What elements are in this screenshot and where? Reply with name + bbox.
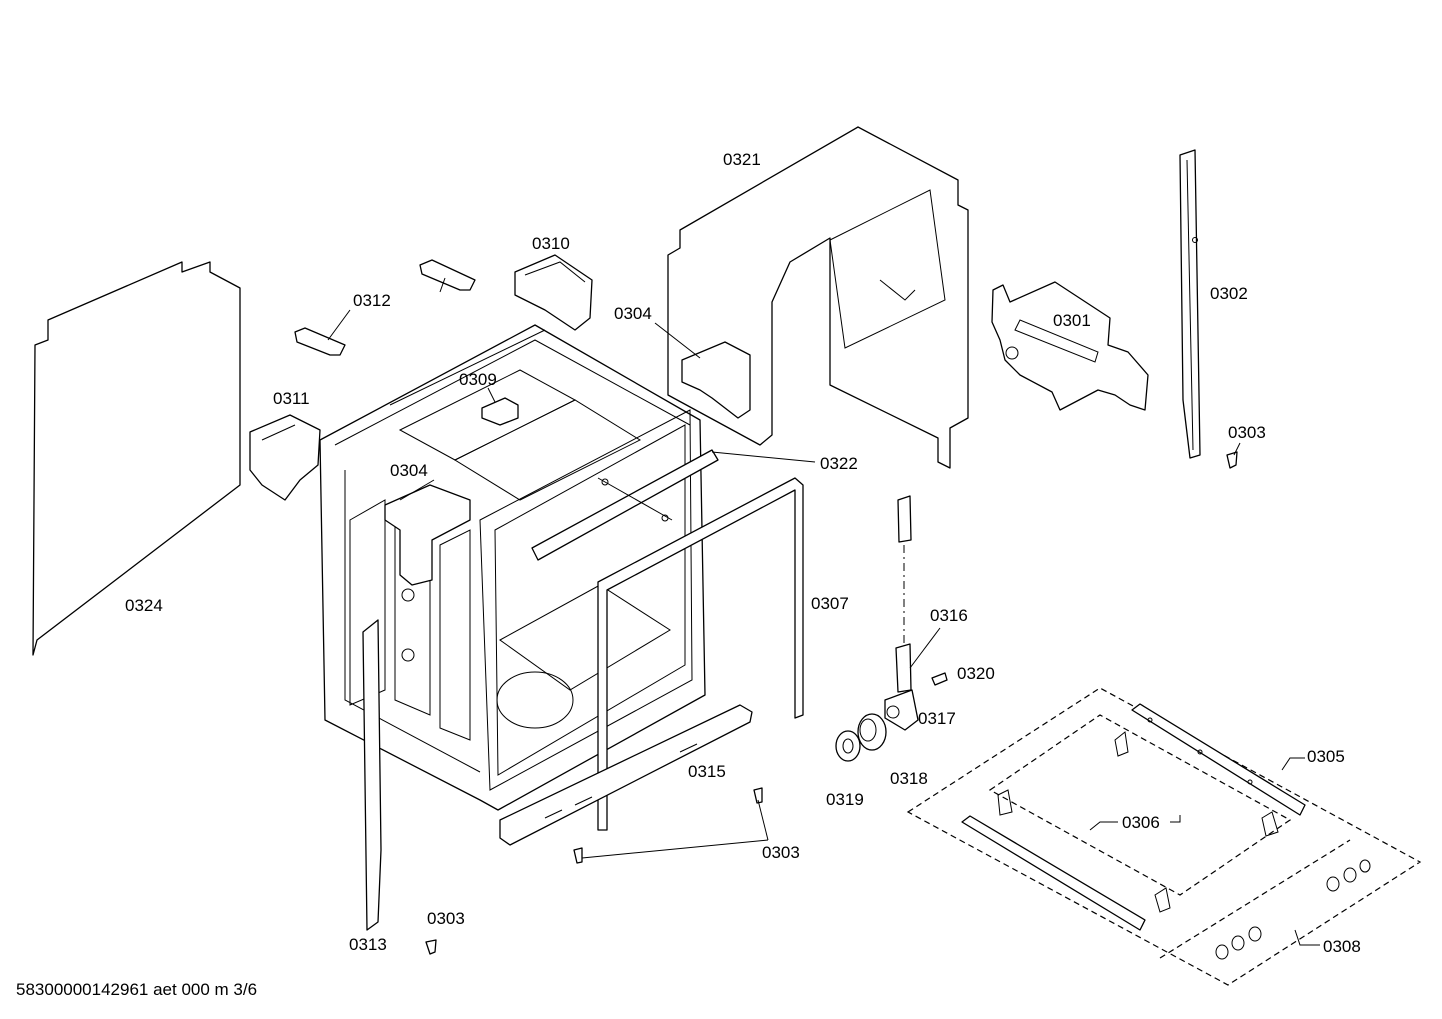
part-bracket [991,281,1149,411]
callout-0306: 0306 [1122,813,1160,832]
callout-0317: 0317 [918,709,956,728]
callout-labels: 0321 0310 0312 0304 0301 0302 0309 0311 … [125,150,1361,956]
part-crossbar [531,449,719,561]
part-nut [857,713,887,751]
document-code: 58300000142961 aet 000 m 3/6 [16,980,258,999]
part-rail-upper [1131,703,1306,816]
part-vertical-rail [1179,149,1201,459]
callout-0305: 0305 [1307,747,1345,766]
callout-0308: 0308 [1323,937,1361,956]
part-screw-b [753,787,763,804]
part-base-plate [499,704,753,846]
callout-0302: 0302 [1210,284,1248,303]
callout-0304-rear: 0304 [614,304,652,323]
part-cap [835,730,861,762]
callout-0307: 0307 [811,594,849,613]
callout-0322: 0322 [820,454,858,473]
part-clip-side [249,414,321,501]
part-hose [895,495,912,693]
part-clip-front [384,484,471,586]
callout-0320: 0320 [957,664,995,683]
callout-0316: 0316 [930,606,968,625]
part-clip-top [514,254,593,331]
callout-0303-base: 0303 [762,843,800,862]
part-small-clip [481,397,519,426]
callout-0304-front: 0304 [390,461,428,480]
callout-0311: 0311 [273,389,310,408]
callout-0315: 0315 [688,762,726,781]
kit-fittings [997,731,1371,960]
part-rail-lower [961,815,1146,931]
callout-0324: 0324 [125,596,163,615]
kit-outline-0308 [906,687,1422,986]
callout-0313: 0313 [349,935,387,954]
part-door-seal [597,477,804,831]
callout-0301: 0301 [1053,311,1091,330]
part-hinge-bracket-upper [419,259,476,291]
part-hinge-bracket-lower [294,327,346,356]
callout-0312: 0312 [353,291,391,310]
callout-0318: 0318 [890,769,928,788]
part-insulation-cover [667,126,969,469]
part-side-panel [32,261,241,656]
part-side-strip [362,619,382,931]
callout-0303-rail: 0303 [1228,423,1266,442]
callout-0319: 0319 [826,790,864,809]
callout-0321: 0321 [723,150,761,169]
part-tub [319,324,706,811]
callout-0310: 0310 [532,234,570,253]
part-screw-c [573,847,583,864]
part-screw-a [1226,451,1238,469]
part-screw-small [931,672,948,686]
part-screw-d [425,939,437,955]
part-clip-rear [681,341,751,419]
part-elbow [884,689,919,731]
leader-lines [327,277,1320,946]
callout-0309: 0309 [459,370,497,389]
kit-outline-0306 [988,714,1292,896]
callout-0303-bottom: 0303 [427,909,465,928]
